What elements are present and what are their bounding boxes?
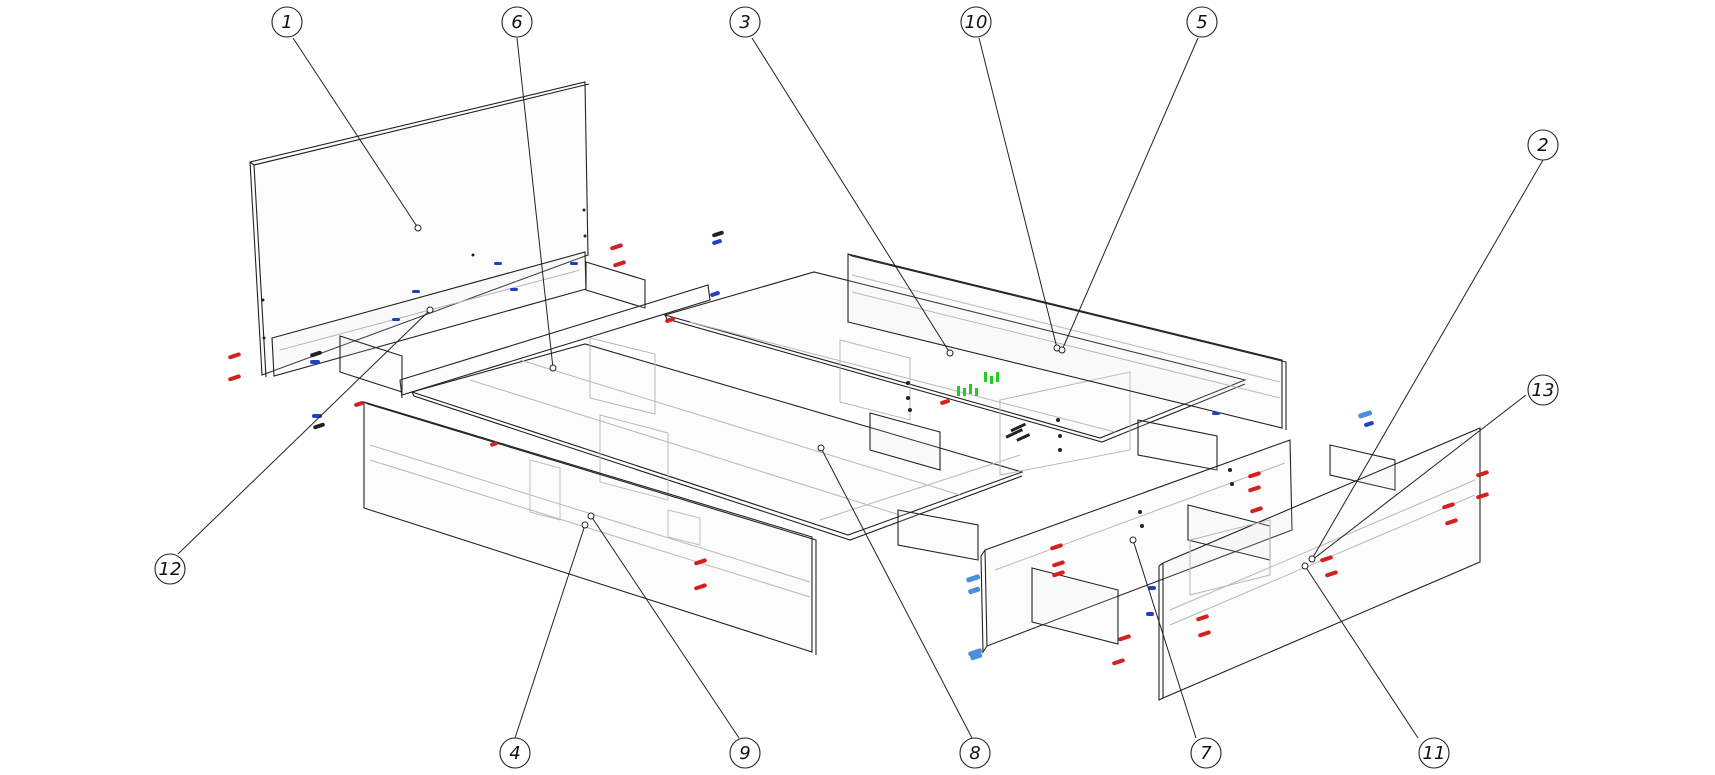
callout-10: 10 <box>960 6 992 38</box>
callout-6: 6 <box>501 6 533 38</box>
right-main-rail <box>980 439 1293 654</box>
callout-5: 5 <box>1186 6 1218 38</box>
hardware-light-blue-fasteners <box>966 410 1373 661</box>
footboard-panel <box>1158 427 1481 701</box>
callout-label: 9 <box>739 743 750 764</box>
callout-label: 10 <box>965 12 988 33</box>
callout-label: 6 <box>511 12 522 33</box>
callout-4: 4 <box>499 737 531 769</box>
callout-9: 9 <box>729 737 761 769</box>
callout-1: 1 <box>271 6 303 38</box>
headboard-end-block <box>585 261 646 309</box>
callout-label: 1 <box>281 12 292 33</box>
leader-lines <box>177 37 1544 739</box>
callout-label: 4 <box>509 743 520 764</box>
callout-8: 8 <box>959 737 991 769</box>
callout-7: 7 <box>1190 737 1222 769</box>
hardware-black-fittings <box>261 208 1234 528</box>
callout-13: 13 <box>1527 374 1559 406</box>
hardware-green-connectors <box>957 372 999 396</box>
hardware-red-fasteners <box>228 243 1489 666</box>
callout-label: 2 <box>1537 135 1548 156</box>
callout-label: 5 <box>1196 12 1207 33</box>
callout-label: 12 <box>159 559 182 580</box>
callout-label: 8 <box>969 743 980 764</box>
leader-endpoints <box>414 224 1316 570</box>
right-small-blocks <box>1031 444 1396 645</box>
callout-label: 7 <box>1200 743 1212 764</box>
left-cross-rail <box>399 284 711 399</box>
right-upper-platform <box>662 271 1247 476</box>
callout-label: 11 <box>1423 743 1446 764</box>
callout-12: 12 <box>154 553 186 585</box>
hardware-blue-fasteners <box>310 239 1374 616</box>
callout-11: 11 <box>1418 737 1450 769</box>
callout-2: 2 <box>1527 129 1559 161</box>
callout-label: 3 <box>739 12 750 33</box>
centre-divider-boards <box>819 412 1218 561</box>
left-small-block <box>339 335 403 393</box>
callout-3: 3 <box>729 6 761 38</box>
callout-label: 13 <box>1532 380 1555 401</box>
left-base-panel <box>410 337 1024 546</box>
